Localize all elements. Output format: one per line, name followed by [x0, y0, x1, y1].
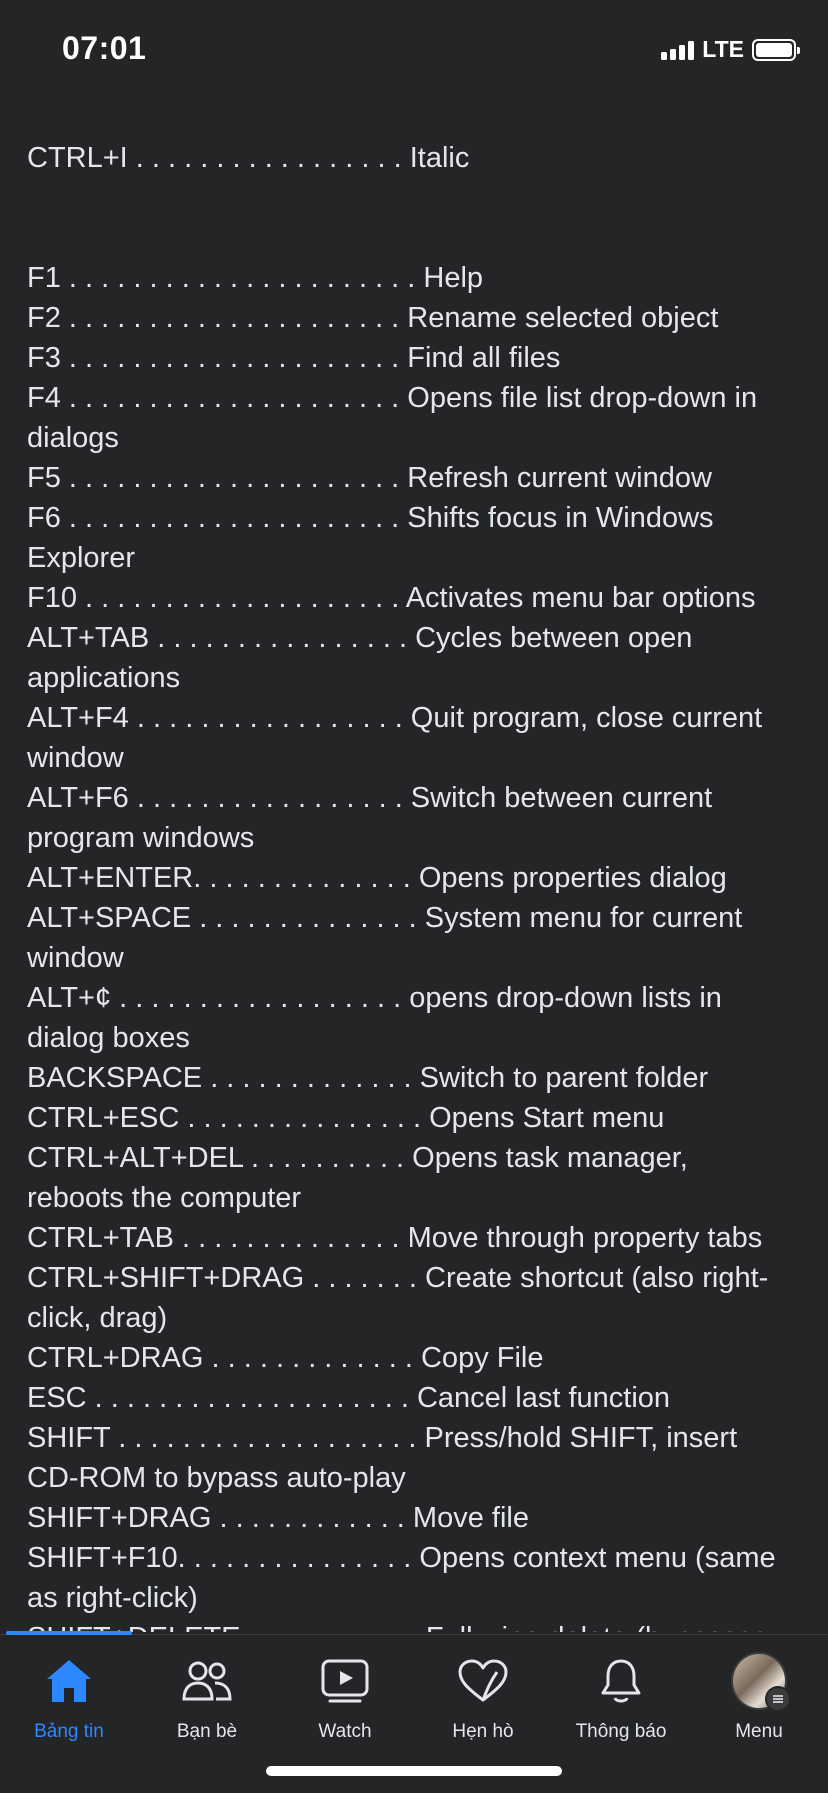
content-line: applications: [27, 662, 181, 694]
content-line: CD-ROM to bypass auto-play: [27, 1462, 406, 1494]
content-line: CTRL+ESC . . . . . . . . . . . . . . . O…: [27, 1102, 665, 1134]
dating-heart-icon: [455, 1653, 511, 1709]
watch-icon: [317, 1653, 373, 1709]
content-line: ESC . . . . . . . . . . . . . . . . . . …: [27, 1382, 671, 1414]
tab-news-feed[interactable]: Bảng tin: [0, 1653, 138, 1763]
tab-label: Thông báo: [575, 1721, 667, 1742]
content-line: BACKSPACE . . . . . . . . . . . . . Swit…: [27, 1062, 709, 1094]
content-line: SHIFT . . . . . . . . . . . . . . . . . …: [27, 1422, 738, 1454]
content-line: CTRL+ALT+DEL . . . . . . . . . . Opens t…: [27, 1142, 688, 1174]
cellular-signal-icon: [661, 40, 695, 60]
content-line: window: [27, 742, 124, 774]
shortcut-list: CTRL+I . . . . . . . . . . . . . . . . .…: [27, 80, 817, 1632]
tab-label: Watch: [318, 1721, 372, 1742]
content-line: ALT+ENTER. . . . . . . . . . . . . . Ope…: [27, 862, 727, 894]
content-line: reboots the computer: [27, 1182, 302, 1214]
tab-label: Menu: [735, 1721, 783, 1742]
content-line: ALT+F4 . . . . . . . . . . . . . . . . .…: [27, 702, 763, 734]
tab-label: Bạn bè: [176, 1721, 238, 1742]
note-content[interactable]: CTRL+I . . . . . . . . . . . . . . . . .…: [0, 80, 828, 1632]
content-line: ALT+F6 . . . . . . . . . . . . . . . . .…: [27, 782, 713, 814]
network-type: LTE: [702, 36, 744, 62]
content-line: dialogs: [27, 422, 119, 454]
content-line: dialog boxes: [27, 1022, 190, 1054]
partial-line: CTRL+I . . . . . . . . . . . . . . . . .…: [27, 142, 470, 174]
status-bar: 07:01 LTE: [0, 0, 828, 80]
active-tab-indicator: [6, 1631, 132, 1635]
friends-icon: [179, 1653, 235, 1709]
content-line: SHIFT+F10. . . . . . . . . . . . . . . O…: [27, 1542, 776, 1574]
tab-label: Hẹn hò: [452, 1721, 514, 1742]
avatar: [731, 1652, 791, 1712]
content-line: F2 . . . . . . . . . . . . . . . . . . .…: [27, 302, 719, 334]
content-line: CTRL+TAB . . . . . . . . . . . . . . Mov…: [27, 1222, 763, 1254]
status-time: 07:01: [62, 30, 147, 66]
content-line: F6 . . . . . . . . . . . . . . . . . . .…: [27, 502, 714, 534]
home-indicator[interactable]: [266, 1766, 562, 1776]
content-line: window: [27, 942, 124, 974]
content-line: F4 . . . . . . . . . . . . . . . . . . .…: [27, 382, 758, 414]
tab-watch[interactable]: Watch: [276, 1653, 414, 1763]
content-line: ALT+TAB . . . . . . . . . . . . . . . . …: [27, 622, 693, 654]
content-line: F3 . . . . . . . . . . . . . . . . . . .…: [27, 342, 561, 374]
content-line: F5 . . . . . . . . . . . . . . . . . . .…: [27, 462, 712, 494]
home-icon: [41, 1653, 97, 1709]
content-line: CTRL+SHIFT+DRAG . . . . . . . Create sho…: [27, 1262, 769, 1294]
tab-menu[interactable]: Menu: [690, 1652, 828, 1763]
content-line: F10 . . . . . . . . . . . . . . . . . . …: [27, 582, 756, 614]
menu-lines-icon: [765, 1686, 791, 1712]
tab-dating[interactable]: Hẹn hò: [414, 1653, 552, 1763]
content-line: ALT+SPACE . . . . . . . . . . . . . . Sy…: [27, 902, 743, 934]
content-line: program windows: [27, 822, 255, 854]
tab-notifications[interactable]: Thông báo: [552, 1653, 690, 1763]
status-indicators: LTE: [661, 36, 800, 63]
tab-friends[interactable]: Bạn bè: [138, 1653, 276, 1763]
content-line: ALT+¢ . . . . . . . . . . . . . . . . . …: [27, 982, 722, 1014]
content-line: as right-click): [27, 1582, 198, 1614]
battery-icon: [752, 38, 800, 61]
content-line: SHIFT+DELETE . . . . . . . . . . . Full …: [27, 1618, 817, 1632]
content-line: CTRL+DRAG . . . . . . . . . . . . . Copy…: [27, 1342, 544, 1374]
content-line: SHIFT+DRAG . . . . . . . . . . . . Move …: [27, 1502, 529, 1534]
bell-icon: [593, 1653, 649, 1709]
content-line: click, drag): [27, 1302, 168, 1334]
tab-label: Bảng tin: [34, 1721, 104, 1742]
content-line: F1 . . . . . . . . . . . . . . . . . . .…: [27, 262, 484, 294]
content-line: Explorer: [27, 542, 135, 574]
